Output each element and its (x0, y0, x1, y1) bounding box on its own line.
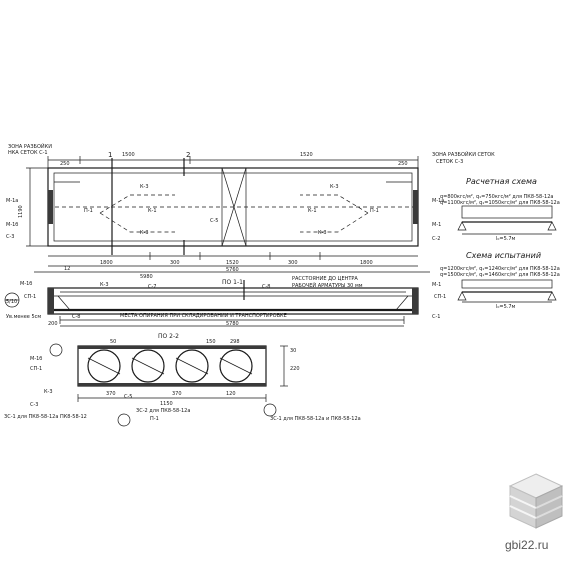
dim-1520-bottom: 1520 (226, 260, 239, 266)
mark-p1-sec: П-1 (150, 416, 159, 422)
calc-scheme-title: Расчетная схема (466, 177, 537, 186)
support-min-note: Ув.менее 5см (6, 314, 41, 320)
dim-5760: 5760 (226, 267, 239, 273)
dim-1150: 1150 (160, 401, 173, 407)
mark-p1-right: П-1 (370, 208, 379, 214)
mark-c1-right: С-1 (432, 314, 440, 320)
mark-m1-right: М-1 (432, 222, 441, 228)
center-note-2: РАБОЧЕЙ АРМАТУРЫ 30 мм (292, 282, 363, 289)
dim-1520-top: 1520 (300, 152, 313, 158)
dim-1800-left: 1800 (100, 260, 113, 266)
mark-m1a-right: М-1а (432, 198, 444, 204)
dim-1190: 1190 (18, 205, 24, 218)
test-scheme-title: Схема испытаний (466, 251, 541, 260)
mark-k1-left: К-1 (148, 208, 157, 214)
dim-200-elev: 200 (48, 321, 58, 327)
mark-c3-left: С-3 (6, 234, 14, 240)
mark-k1-right: К-1 (308, 208, 317, 214)
dim-300-a: 300 (170, 260, 180, 266)
zone-right-label-2: СЕТОК С-3 (436, 159, 463, 165)
load-1a: q=800кгс/м², q₁=750кгс/м² для ПК8-58-12а (440, 194, 553, 200)
mark-k3-sec: К-3 (44, 389, 53, 395)
zone-left-label-2: НКА СЕТОК С-1 (8, 150, 48, 156)
dim-150-top: 150 (206, 339, 216, 345)
gbi-logo-icon (508, 473, 564, 529)
mark-k3-upper-right: К-3 (330, 184, 339, 190)
mark-c8-elev-bottom: С-8 (72, 314, 80, 320)
mark-c2-right: С-2 (432, 236, 440, 242)
mark-k3-upper: К-3 (140, 184, 149, 190)
span-2: l₀=5.7м (496, 304, 516, 310)
mark-sp1-right: СП-1 (434, 294, 446, 300)
note-pk-1: ЗС-1 для ПК8-58-12а ПК8-58-12 (4, 414, 87, 420)
mark-p1-left: П-1 (84, 208, 93, 214)
ratio-marker: 5/10 (6, 299, 17, 305)
center-note-1: РАССТОЯНИЕ ДО ЦЕНТРА (292, 276, 358, 282)
dim-12: 12 (64, 266, 70, 272)
dim-50-top: 50 (110, 339, 116, 345)
calc-scheme-diagram (457, 205, 557, 235)
support-note: МЕСТА ОПИРАНИЯ ПРИ СКЛАДИРОВАНИИ И ТРАНС… (120, 313, 287, 319)
mark-m1-elev: М-1 (432, 282, 441, 288)
dim-250-right: 250 (398, 161, 408, 167)
load-1b: q=1100кгс/м², q₁=1050кгс/м² для ПК8-58-1… (440, 200, 560, 206)
note-pk-2: ЗС-2 для ПК8-58-12а (136, 408, 190, 414)
zone-left-label: ЗОНА РАЗБОЙКИ (8, 143, 52, 150)
dim-1500-top: 1500 (122, 152, 135, 158)
note-pk-3: ЗС-1 для ПК8-58-12а и ПК8-58-12а (270, 416, 361, 422)
dim-120: 120 (226, 391, 236, 397)
section-mark-1-top: 1 (108, 151, 112, 159)
mark-k3-elev: К-3 (100, 282, 109, 288)
cross-section (49, 343, 288, 427)
dim-300-b: 300 (288, 260, 298, 266)
dim-5780: 5780 (226, 321, 239, 327)
elevation-view (4, 280, 419, 327)
mark-c5-plan: С-5 (210, 218, 218, 224)
span-1: l₀=5.7м (496, 236, 516, 242)
dim-1800-right: 1800 (360, 260, 373, 266)
mark-k3-lower: К-3 (140, 230, 149, 236)
dim-250-left: 250 (60, 161, 70, 167)
dim-30-side: 30 (290, 348, 296, 354)
mark-c5-sec: С-5 (124, 394, 132, 400)
test-scheme-diagram (457, 279, 557, 303)
plan-view (26, 156, 430, 273)
mark-c3-sec: С-3 (30, 402, 38, 408)
dim-5980: 5980 (140, 274, 153, 280)
mark-m1a-left: М-1а (6, 198, 18, 204)
mark-k3-lower-right: К-3 (318, 230, 327, 236)
mark-c8-elev: С-8 (262, 284, 270, 290)
load-2b: q=1500кгс/м², q₁=1460кгс/м² для ПК8-58-1… (440, 272, 560, 278)
dim-298-top: 298 (230, 339, 240, 345)
load-2a: q=1200кгс/м², q₁=1240кгс/м² для ПК8-58-1… (440, 266, 560, 272)
zone-right-label: ЗОНА РАЗБОЙКИ СЕТОК (432, 151, 495, 158)
mark-m1b-sec: М-1б (30, 356, 42, 362)
mark-sp1-sec: СП-1 (30, 366, 42, 372)
section-1-label: ПО 1-1 (222, 279, 243, 286)
dim-370: 370 (106, 391, 116, 397)
mark-sp1-left: СП-1 (24, 294, 36, 300)
section-2-label: ПО 2-2 (158, 333, 179, 340)
brand-site-label: gbi22.ru (505, 538, 549, 552)
mark-mb1-left: М-1б (20, 281, 32, 287)
section-mark-2-top: 2 (186, 151, 190, 159)
mark-c7-elev: С-7 (148, 284, 156, 290)
mark-m1b-left: М-1б (6, 222, 18, 228)
dim-220-side: 220 (290, 366, 300, 372)
dim-5780-sec: 370 (172, 391, 182, 397)
